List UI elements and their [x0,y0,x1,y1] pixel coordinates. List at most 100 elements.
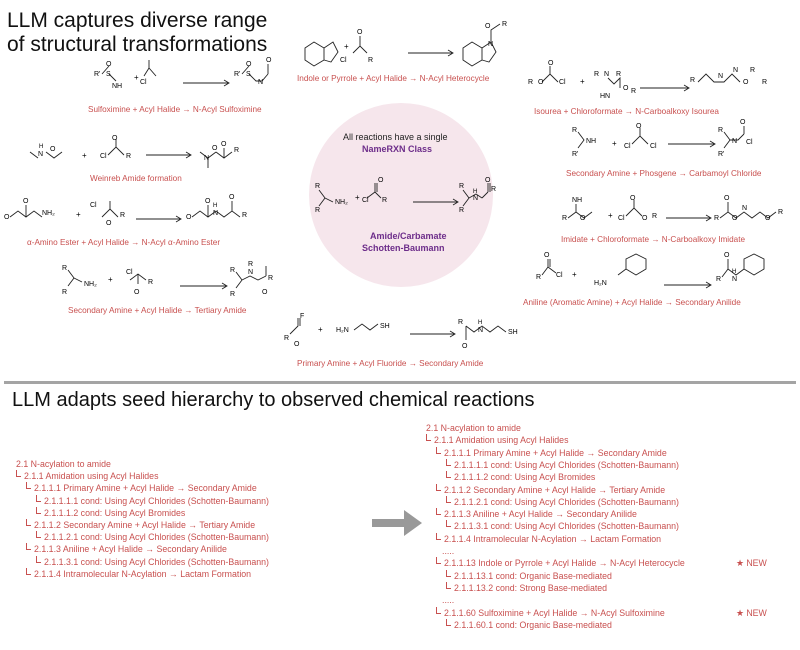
svg-text:O: O [548,60,554,67]
svg-text:R: R [459,183,464,190]
svg-text:R: R [242,212,247,219]
caption-weinreb: Weinreb Amide formation [90,174,182,183]
tree-node: 2.1.1.1 Primary Amine + Acyl Halide → Se… [444,447,667,458]
svg-text:S: S [106,71,111,78]
svg-text:Cl: Cl [556,272,563,279]
svg-text:+: + [82,151,87,160]
svg-text:O: O [724,195,730,202]
svg-text:R: R [652,213,657,220]
svg-text:R: R [690,77,695,84]
svg-text:R: R [616,71,621,78]
svg-text:N: N [732,138,737,145]
tree-node: 2.1 N-acylation to amide [426,423,521,433]
svg-text:Cl: Cl [126,269,133,276]
svg-text:N: N [473,195,478,202]
svg-text:R: R [234,147,239,154]
svg-text:+: + [76,210,81,219]
svg-text:H: H [213,203,217,209]
svg-text:R: R [368,57,373,64]
svg-text:O: O [134,289,140,296]
caption-imidate: Imidate + Chloroformate → N-Carboalkoxy … [561,235,746,244]
svg-text:R': R' [94,71,100,78]
svg-text:R: R [62,265,67,272]
svg-text:+: + [608,211,613,220]
tree-node: 2.1.1.13.2 cond: Strong Base-mediated [454,582,608,593]
svg-text:O: O [50,146,56,153]
svg-text:O: O [636,123,642,130]
tree-connector [36,531,41,539]
top-title-line2: of structural transformations [7,33,268,56]
tree-node: 2.1.1.2 Secondary Amine + Acyl Halide → … [444,484,666,495]
svg-text:O: O [462,343,468,350]
tree-connector [26,482,31,490]
tree-connector [436,508,441,516]
svg-text:Cl: Cl [100,153,107,160]
svg-text:O: O [212,145,218,152]
tree-connector [446,471,451,479]
svg-text:O: O [357,29,363,36]
tree-connector [16,470,21,478]
new-badge: ★ NEW [736,558,767,569]
svg-text:Cl: Cl [650,143,657,150]
svg-text:NH: NH [112,83,122,90]
svg-text:N: N [733,67,738,74]
svg-text:R: R [459,207,464,214]
tree-node: ..... [442,595,455,606]
svg-text:S: S [246,71,251,78]
tree-node: 2.1.1.60.1 cond: Organic Base-mediated [454,619,612,630]
tree-connector [26,519,31,526]
svg-text:+: + [108,275,113,284]
svg-text:O: O [732,215,738,222]
svg-text:O: O [23,198,29,205]
svg-text:R: R [382,197,387,204]
svg-text:R': R' [572,151,578,158]
svg-text:+: + [612,139,617,148]
svg-text:R: R [716,276,721,283]
tree-node: 2.1.1.3.1 cond: Using Acyl Chlorides (Sc… [454,521,679,532]
svg-text:O: O [538,79,544,86]
svg-text:O: O [221,141,227,148]
svg-text:+: + [572,270,577,279]
tree-node: ..... [442,546,455,556]
svg-text:N: N [258,79,263,86]
tree-node: 2.1.1.13 Indole or Pyrrole + Acyl Halide… [444,558,685,569]
tree-connector [446,495,451,503]
svg-text:O: O [266,57,272,64]
svg-text:H: H [732,269,736,275]
svg-text:+: + [580,77,585,86]
caption-sulfoximine: Sulfoximine + Acyl Halide → N-Acyl Sulfo… [88,105,262,114]
svg-text:O: O [724,252,730,259]
svg-text:O: O [580,215,586,222]
svg-text:N: N [478,327,483,334]
svg-text:R: R [762,79,767,86]
svg-text:SH: SH [380,323,390,330]
svg-text:O: O [485,23,491,30]
section-divider [4,381,796,384]
svg-text:O: O [378,177,384,184]
svg-text:NH₂: NH₂ [335,199,348,206]
svg-text:Cl: Cl [140,79,147,86]
svg-text:HN: HN [600,93,610,100]
tree-node: 2.1.1.1.2 cond: Using Acyl Bromides [454,472,596,483]
svg-text:N: N [38,151,43,158]
svg-text:N: N [604,71,609,78]
svg-text:+: + [318,325,323,334]
svg-text:R: R [502,21,507,28]
tree-node: 2.1.1.2.1 cond: Using Acyl Chlorides (Sc… [44,532,269,543]
svg-text:R: R [562,215,567,222]
svg-text:R: R [148,279,153,286]
tree-node: 2.1.1.3.1 cond: Using Acyl Chlorides (Sc… [44,556,269,567]
tree-connector [436,483,441,491]
tree-node: 2.1 N-acylation to amide [16,459,111,469]
svg-text:Cl: Cl [90,202,97,209]
tree-node: 2.1.1.1 Primary Amine + Acyl Halide → Se… [34,483,257,494]
svg-text:O: O [229,194,235,201]
svg-text:+: + [134,73,139,82]
